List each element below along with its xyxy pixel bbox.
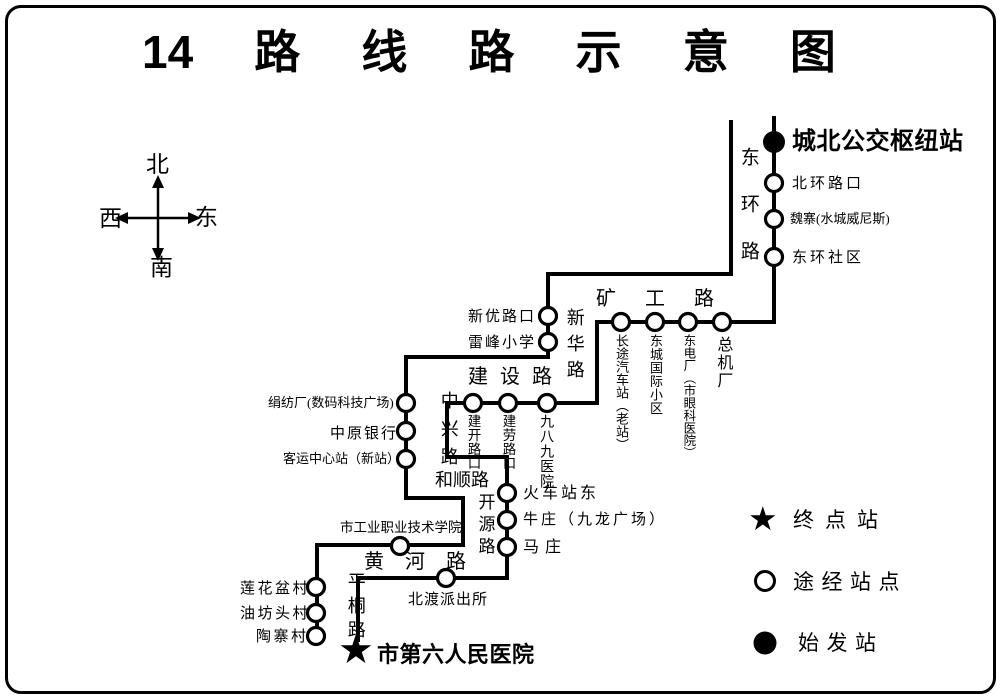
page-title: 14 路 线 路 示 意 图 — [142, 27, 836, 78]
station-marker-keyun-zhongxin — [395, 448, 417, 470]
station-label-zongjichang: 总机厂 — [714, 336, 732, 390]
compass-rose — [115, 175, 201, 261]
station-marker-huochezhan-dong — [496, 482, 518, 504]
road-label-pingtong: 平桐路 — [345, 572, 366, 644]
station-label-donghuan-shequ: 东环社区 — [792, 250, 865, 266]
station-marker-dongdianchang — [677, 311, 699, 333]
station-marker-youfangtou-cun — [305, 602, 327, 624]
station-label-taozhai-cun: 陶寨村 — [256, 629, 309, 645]
compass-arrow-east — [188, 212, 201, 224]
station-marker-taozhai-cun — [305, 625, 327, 647]
title-part: 14 — [142, 26, 194, 78]
compass-label-east: 东 — [195, 205, 218, 230]
station-marker-beihuan-lukou — [763, 172, 785, 194]
station-marker-lianhuapen-cun — [305, 576, 327, 598]
station-label-changtu-qichezhan: 长途汽车站（老站） — [613, 334, 629, 451]
station-marker-leifeng-xiaoxue — [537, 331, 559, 353]
legend-waypoint-icon — [754, 570, 776, 592]
station-marker-xinyou-lukou — [537, 305, 559, 327]
station-label-weizhai: 魏寨(水城威尼斯) — [790, 211, 890, 226]
station-marker-jiubajiu-yiyuan — [536, 392, 558, 414]
compass-arrow-south — [152, 248, 164, 261]
station-label-gongye-xueyuan: 市工业职业技术学院 — [340, 520, 462, 535]
station-label-huochezhan-dong: 火车站东 — [523, 485, 600, 502]
road-label-heshun: 和顺路 — [435, 470, 489, 490]
title-part: 图 — [789, 26, 836, 78]
road-label-huanghe: 黄河路 — [364, 551, 487, 573]
legend-terminal-label: 终点站 — [793, 508, 889, 532]
station-marker-changtu-qichezhan — [610, 311, 632, 333]
end-terminal-star-icon: ★ — [338, 627, 374, 672]
legend-terminal-star-icon: ★ — [748, 502, 778, 538]
station-marker-donghuan-shequ — [763, 246, 785, 268]
compass-label-west: 西 — [99, 206, 122, 231]
station-marker-mazhuang — [496, 536, 518, 558]
road-label-jianshe: 建设路 — [468, 366, 564, 388]
station-label-beidu-paichusuo: 北渡派出所 — [408, 592, 489, 608]
station-marker-niuzhuang — [496, 509, 518, 531]
start-terminal-label: 城北公交枢纽站 — [792, 128, 964, 155]
station-marker-dongcheng-guoji — [644, 311, 666, 333]
title-part: 示 — [575, 26, 622, 78]
station-marker-zhongyuan-yinhang — [395, 420, 417, 442]
station-marker-juanfangchang — [395, 392, 417, 414]
road-label-zhongxing: 中兴路 — [438, 391, 459, 475]
station-label-leifeng-xiaoxue: 雷峰小学 — [468, 335, 537, 351]
title-part: 线 — [361, 26, 408, 78]
station-marker-gongye-xueyuan — [389, 535, 411, 557]
compass-label-south: 南 — [150, 255, 173, 280]
title-part: 意 — [682, 26, 729, 78]
station-label-jiubajiu-yiyuan: 九八九医院 — [538, 414, 554, 489]
station-marker-weizhai — [763, 208, 785, 230]
station-label-dongcheng-guoji: 东城国际小区 — [647, 334, 663, 415]
title-part: 路 — [254, 26, 301, 78]
station-label-keyun-zhongxin: 客运中心站（新站） — [283, 451, 401, 466]
origin-marker — [763, 131, 785, 153]
station-label-mazhuang: 马庄 — [523, 539, 568, 556]
road-label-kaiyuan: 开源路 — [475, 493, 495, 559]
road-label-kuanggong: 矿工路 — [596, 288, 743, 310]
station-label-dongdianchang: 东电厂（市眼科医院） — [681, 334, 696, 459]
station-label-xinyou-lukou: 新优路口 — [468, 309, 537, 325]
station-marker-zongjichang — [711, 311, 733, 333]
station-marker-beidu-paichusuo — [435, 567, 457, 589]
compass-arrow-west — [115, 212, 128, 224]
station-label-youfangtou-cun: 油坊头村 — [240, 606, 311, 622]
title-part: 路 — [468, 26, 515, 78]
end-terminal-label: 市第六人民医院 — [377, 642, 535, 667]
compass-arrow-north — [152, 175, 164, 188]
station-label-lianhuapen-cun: 莲花盆村 — [240, 581, 311, 597]
station-marker-jianlao-lukou — [497, 392, 519, 414]
legend-origin-icon — [753, 631, 777, 655]
road-label-east-ring: 东环路 — [737, 147, 759, 288]
station-label-niuzhuang: 牛庄（九龙广场） — [523, 512, 668, 528]
station-label-beihuan-lukou: 北环路口 — [792, 176, 865, 192]
station-label-jiankai-lukou: 建开路口 — [465, 414, 481, 470]
station-marker-jiankai-lukou — [462, 392, 484, 414]
station-markers — [305, 172, 785, 647]
compass-label-north: 北 — [146, 152, 169, 177]
station-label-jianlao-lukou: 建劳路口 — [500, 414, 516, 470]
station-label-zhongyuan-yinhang: 中原银行 — [330, 426, 399, 442]
legend-origin-label: 始发站 — [798, 631, 884, 655]
legend-waypoint-label: 途经站点 — [793, 570, 907, 594]
station-label-juanfangchang: 绢纺厂(数码科技广场) — [268, 395, 394, 410]
road-label-xinhua: 新华路 — [564, 308, 585, 386]
